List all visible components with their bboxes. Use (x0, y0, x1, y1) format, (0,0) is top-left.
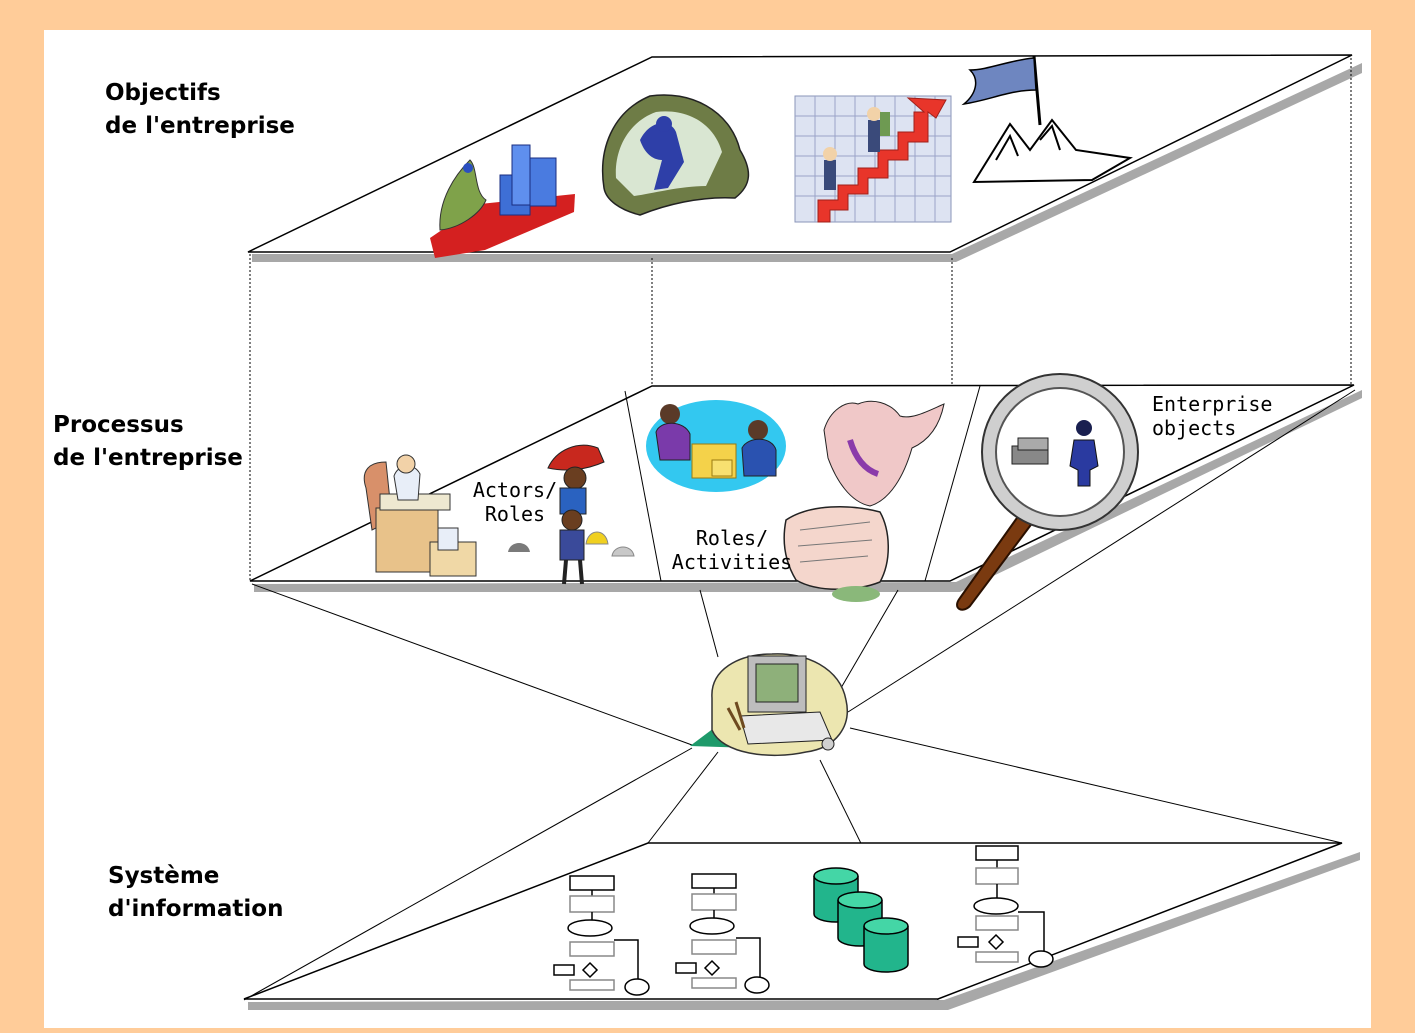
panel-label-line2: Activities (671, 550, 793, 574)
climbing-clipart (601, 94, 750, 216)
panel-label-actors: Actors/ Roles (461, 478, 569, 526)
layer-label-line1: Objectifs (105, 80, 221, 106)
panel-label-line1: Actors/ (472, 478, 558, 502)
databases-clipart (813, 867, 909, 973)
meeting-clipart (646, 400, 786, 492)
layer-label-line2: de l'entreprise (105, 113, 295, 139)
layer-label-systeme: Système d'information (108, 860, 283, 926)
layer-label-line2: d'information (108, 896, 284, 922)
buildings-clipart (430, 144, 575, 258)
panel-label-line2: objects (1152, 416, 1237, 440)
panel-label-line1: Roles/ (695, 526, 769, 550)
stairs-growth-clipart (794, 95, 952, 223)
actors-clipart (508, 444, 635, 585)
magnifier-clipart (956, 373, 1139, 611)
layer-label-line1: Processus (53, 412, 184, 438)
desk-worker-clipart (363, 454, 477, 577)
mountain-flag-clipart (961, 55, 1133, 184)
layer-label-line1: Système (108, 863, 220, 889)
layer-label-processus: Processus de l'entreprise (53, 409, 243, 475)
flowchart-3 (957, 845, 1054, 968)
panel-label-activities: Roles/ Activities (664, 526, 800, 574)
flowchart-2 (675, 873, 770, 994)
layer-label-line2: de l'entreprise (53, 445, 243, 471)
panel-label-objects: Enterprise objects (1152, 392, 1272, 440)
flowchart-1 (553, 875, 650, 996)
layer-connectors (249, 58, 1352, 582)
computer-clipart (690, 653, 848, 757)
bottom-layer-plane (243, 842, 1360, 1010)
panel-label-line1: Enterprise (1152, 392, 1273, 416)
shredded-papers-clipart (783, 400, 945, 602)
panel-label-line2: Roles (484, 502, 546, 526)
layer-label-objectifs: Objectifs de l'entreprise (105, 77, 295, 143)
